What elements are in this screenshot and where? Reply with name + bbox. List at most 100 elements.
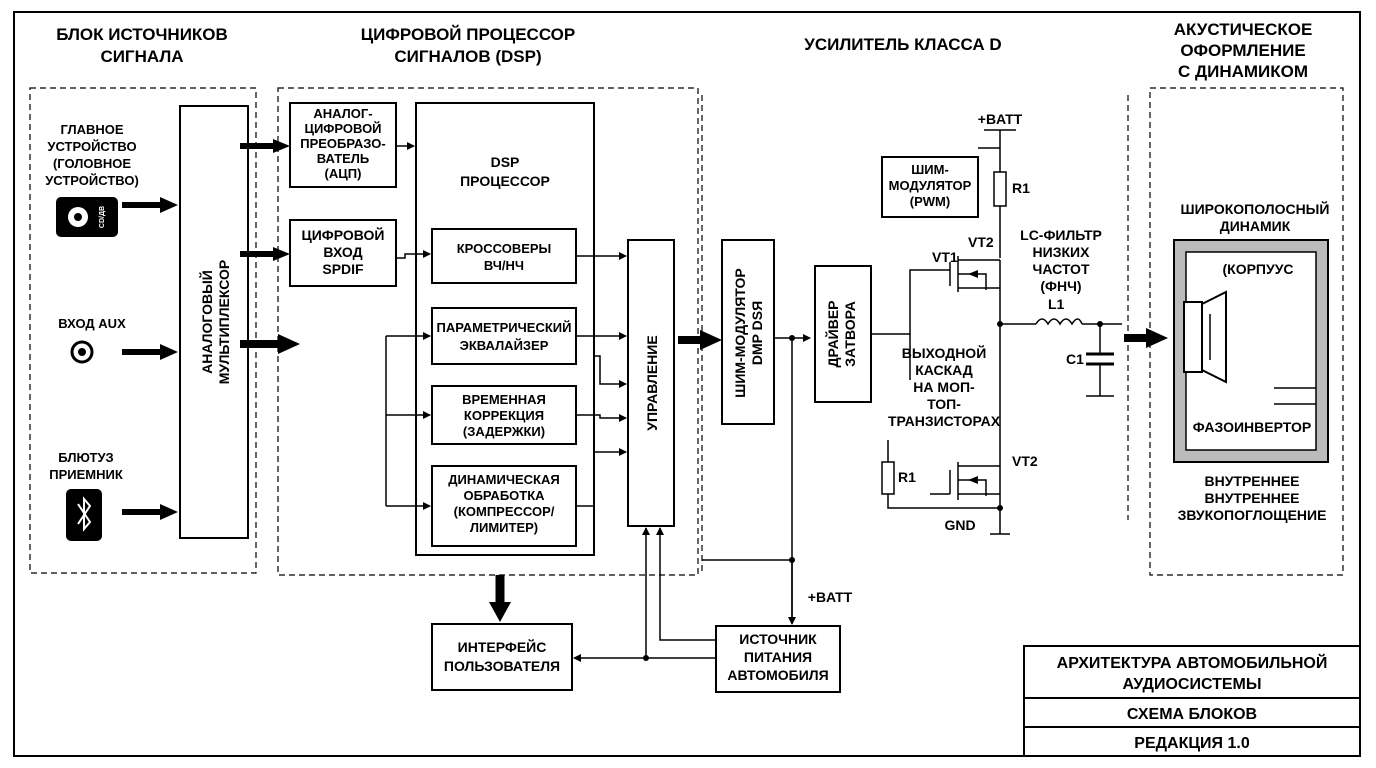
lc-filter-label: LC-ФИЛЬТР НИЗКИХ ЧАСТОТ (ФНЧ): [1020, 227, 1102, 294]
svg-text:(АЦП): (АЦП): [325, 166, 362, 181]
heading-dsp: ЦИФРОВОЙ ПРОЦЕССОР СИГНАЛОВ (DSP): [361, 25, 576, 66]
enclosure-label: (КОРПУУС: [1222, 261, 1293, 277]
dsp-to-ui-arrow: [489, 575, 511, 622]
lining-label: ВНУТРЕННЕЕ ВНУТРЕННЕЕ ЗВУКОПОГЛОЩЕНИЕ: [1178, 473, 1327, 523]
analog-multiplexer-block: [179, 105, 249, 539]
inductor-l1-icon: [1035, 318, 1083, 326]
svg-text:ВХОД: ВХОД: [323, 244, 362, 260]
pwm-small-block: [881, 156, 979, 218]
svg-text:(ГОЛОВНОЕ: (ГОЛОВНОЕ: [53, 156, 131, 171]
crossover-label: КРОССОВЕРЫ ВЧ/НЧ: [457, 241, 552, 273]
analog-multiplexer-label: АНАЛОГОВЫЙ МУЛЬТИПЛЕКСОР: [198, 260, 232, 385]
r1-bottom-wire: [887, 494, 1000, 509]
control-block: [627, 239, 675, 527]
dsp-processor-label: DSP ПРОЦЕССОР: [460, 154, 550, 189]
gate-wire-top: [871, 269, 950, 335]
svg-text:(КОМПРЕССОР/: (КОМПРЕССОР/: [454, 504, 555, 519]
svg-text:НИЗКИХ: НИЗКИХ: [1033, 244, 1091, 260]
delay-label: ВРЕМЕННАЯ КОРРЕКЦИЯ (ЗАДЕРЖКИ): [462, 392, 546, 439]
svg-text:ШИМ-: ШИМ-: [911, 162, 949, 177]
heading-sources: БЛОК ИСТОЧНИКОВ СИГНАЛА: [56, 25, 228, 66]
pwm-modulator-label: ШИМ-МОДУЛЯТОР DMP DSЯ: [732, 268, 765, 397]
head-unit-icon: СD/ДВ: [56, 197, 118, 237]
svg-text:С ДИНАМИКОМ: С ДИНАМИКОМ: [1178, 62, 1308, 81]
svg-text:КРОССОВЕРЫ: КРОССОВЕРЫ: [457, 241, 552, 256]
mosfet-bottom-icon: [930, 458, 1001, 508]
svg-text:ТОП-: ТОП-: [927, 396, 961, 412]
svg-text:ПАРАМЕТРИЧЕСКИЙ: ПАРАМЕТРИЧЕСКИЙ: [437, 320, 572, 335]
vt1-label: VT1: [932, 249, 958, 265]
svg-text:DSP: DSP: [491, 154, 520, 170]
svg-text:ГЛАВНОЕ: ГЛАВНОЕ: [60, 122, 123, 137]
gate-driver-block: [814, 265, 872, 403]
head-unit-label: ГЛАВНОЕ УСТРОЙСТВО (ГОЛОВНОЕ УСТРОЙСТВО): [45, 122, 139, 188]
output-stage-label: ВЫХОДНОЙ КАСКАД НА МОП- ТОП- ТРАНЗИСТОРА…: [888, 344, 1001, 429]
title-block-subtitle: СХЕМА БЛОКОВ: [1127, 706, 1257, 723]
title-block-revision: РЕДАКЦИЯ 1.0: [1134, 735, 1250, 752]
svg-text:БЛЮТУЗ: БЛЮТУЗ: [58, 450, 113, 465]
svg-text:ЗАТВОРА: ЗАТВОРА: [842, 301, 858, 367]
resistor-r1-bottom: [881, 461, 895, 495]
dynamics-block: [431, 465, 577, 547]
svg-text:АНАЛОГ-: АНАЛОГ-: [313, 106, 372, 121]
svg-text:ПРОЦЕССОР: ПРОЦЕССОР: [460, 173, 550, 189]
svg-text:ВЧ/НЧ: ВЧ/НЧ: [484, 258, 524, 273]
spdif-block: [289, 219, 397, 287]
speaker-driver-icon: [1183, 290, 1227, 384]
equalizer-label: ПАРАМЕТРИЧЕСКИЙ ЭКВАЛАЙЗЕР: [437, 320, 572, 353]
sources-section: [29, 87, 257, 574]
crossover-block: [431, 228, 577, 284]
control-to-pwm-arrow: [678, 330, 722, 350]
mux-output-arrows: [240, 139, 300, 354]
source-arrows: [122, 197, 178, 520]
batt-bottom-label: +BATT: [808, 589, 853, 605]
control-label: УПРАВЛЕНИЕ: [644, 335, 660, 430]
svg-text:УСТРОЙСТВО: УСТРОЙСТВО: [47, 139, 136, 154]
svg-text:ДИНАМИЧЕСКАЯ: ДИНАМИЧЕСКАЯ: [448, 472, 559, 487]
bass-port-icon: [1274, 387, 1316, 405]
resistor-r1-top: [993, 171, 1007, 207]
spdif-to-crossover-arrow: [396, 250, 431, 259]
svg-text:LC-ФИЛЬТР: LC-ФИЛЬТР: [1020, 227, 1102, 243]
svg-text:ЭКВАЛАЙЗЕР: ЭКВАЛАЙЗЕР: [460, 338, 549, 353]
svg-text:АНАЛОГОВЫЙ: АНАЛОГОВЫЙ: [198, 270, 215, 374]
svg-text:ШИМ-МОДУЛЯТОР: ШИМ-МОДУЛЯТОР: [732, 268, 748, 397]
dsp-internal-bus: [385, 332, 431, 510]
pwm-modulator-block: [721, 239, 775, 425]
pwm-small-label: ШИМ- МОДУЛЯТОР (PWM): [889, 162, 972, 209]
dynamics-label: ДИНАМИЧЕСКАЯ ОБРАБОТКА (КОМПРЕССОР/ ЛИМИ…: [448, 472, 559, 535]
svg-text:СИГНАЛА: СИГНАЛА: [100, 47, 183, 66]
svg-text:ШИРОКОПОЛОСНЫЙ: ШИРОКОПОЛОСНЫЙ: [1181, 200, 1330, 217]
capacitor-c1-icon: [1086, 324, 1114, 397]
svg-text:ПРИЕМНИК: ПРИЕМНИК: [49, 467, 123, 482]
svg-text:АВТОМОБИЛЯ: АВТОМОБИЛЯ: [727, 667, 828, 683]
dsp-section: [277, 87, 699, 576]
vt2-top-label: VT2: [968, 234, 994, 250]
power-wiring: [573, 527, 796, 662]
svg-text:ВРЕМЕННАЯ: ВРЕМЕННАЯ: [462, 392, 546, 407]
batt-top-label: +BATT: [978, 111, 1023, 127]
svg-text:(PWM): (PWM): [910, 194, 950, 209]
svg-text:ВАТЕЛЬ: ВАТЕЛЬ: [317, 151, 370, 166]
user-interface-block: [431, 623, 573, 691]
bluetooth-icon: [66, 489, 102, 541]
spdif-label: ЦИФРОВОЙ ВХОД SPDIF: [302, 226, 385, 277]
gate-driver-label: ДРАЙВЕР ЗАТВОРА: [824, 300, 858, 367]
dsp-to-control-arrows: [576, 252, 627, 507]
svg-text:(ЗАДЕРЖКИ): (ЗАДЕРЖКИ): [463, 424, 545, 439]
capacitor-c1-label: C1: [1066, 351, 1084, 367]
amp-to-speaker-arrow: [1124, 328, 1168, 348]
svg-text:ЦИФРОВОЙ: ЦИФРОВОЙ: [302, 226, 385, 243]
adc-block: [289, 102, 397, 188]
speaker-title: ШИРОКОПОЛОСНЫЙ ДИНАМИК: [1181, 200, 1330, 234]
vt2-bottom-label: VT2: [1012, 453, 1038, 469]
outer-frame: [13, 11, 1361, 757]
bluetooth-label: БЛЮТУЗ ПРИЕМНИК: [49, 450, 123, 482]
svg-text:СИГНАЛОВ (DSP): СИГНАЛОВ (DSP): [394, 47, 541, 66]
svg-text:ЛИМИТЕР): ЛИМИТЕР): [470, 520, 538, 535]
svg-text:SPDIF: SPDIF: [322, 261, 364, 277]
svg-text:ИСТОЧНИК: ИСТОЧНИК: [739, 631, 817, 647]
svg-text:НА МОП-: НА МОП-: [913, 379, 975, 395]
svg-text:УСТРОЙСТВО): УСТРОЙСТВО): [45, 173, 139, 188]
